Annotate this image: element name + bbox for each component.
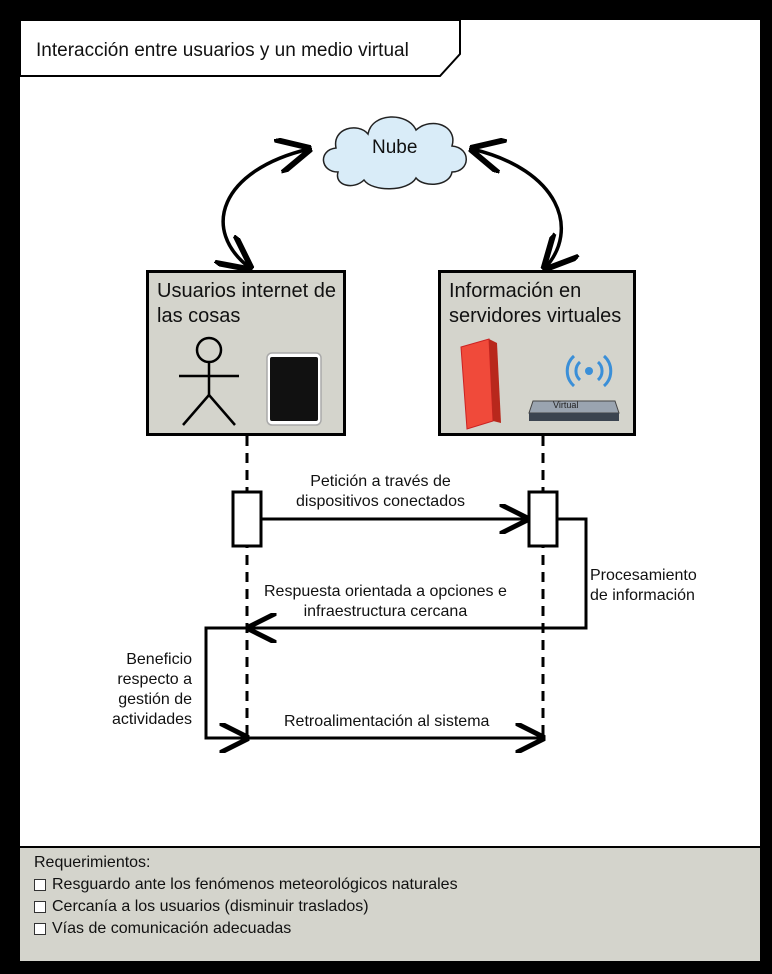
smartphone-icon (266, 352, 322, 426)
users-activation-box (231, 490, 263, 548)
feedback-label: Retroalimentación al sistema (284, 713, 490, 730)
cloud-label: Nube (372, 137, 418, 158)
checkbox-icon[interactable] (34, 923, 46, 935)
stick-figure-icon (179, 336, 239, 426)
network-switch-icon (528, 400, 620, 421)
wifi-icon (565, 354, 613, 388)
switch-label: Virtual (553, 400, 579, 410)
cloud-servers-connector (472, 149, 561, 268)
server-icon (460, 338, 501, 430)
diagram-title: Interacción entre usuarios y un medio vi… (36, 40, 409, 61)
requirement-item: Cercanía a los usuarios (disminuir trasl… (34, 898, 369, 916)
cloud-icon (322, 116, 467, 190)
requirements-panel: Requerimientos: Resguardo ante los fenóm… (20, 846, 760, 961)
checkbox-icon[interactable] (34, 901, 46, 913)
servers-activation-box (527, 490, 559, 548)
diagram-canvas: Interacción entre usuarios y un medio vi… (18, 18, 762, 961)
requirement-item: Vías de comunicación adecuadas (34, 920, 291, 938)
title-tab-shape (19, 19, 461, 77)
cloud-users-connector (223, 149, 309, 268)
benefit-path (204, 626, 249, 738)
diagram-connectors (204, 116, 588, 846)
requirement-item: Resguardo ante los fenómenos meteorológi… (34, 876, 458, 894)
checkbox-icon[interactable] (34, 879, 46, 891)
processing-path (545, 517, 588, 630)
requirements-title: Requerimientos: (34, 854, 151, 871)
